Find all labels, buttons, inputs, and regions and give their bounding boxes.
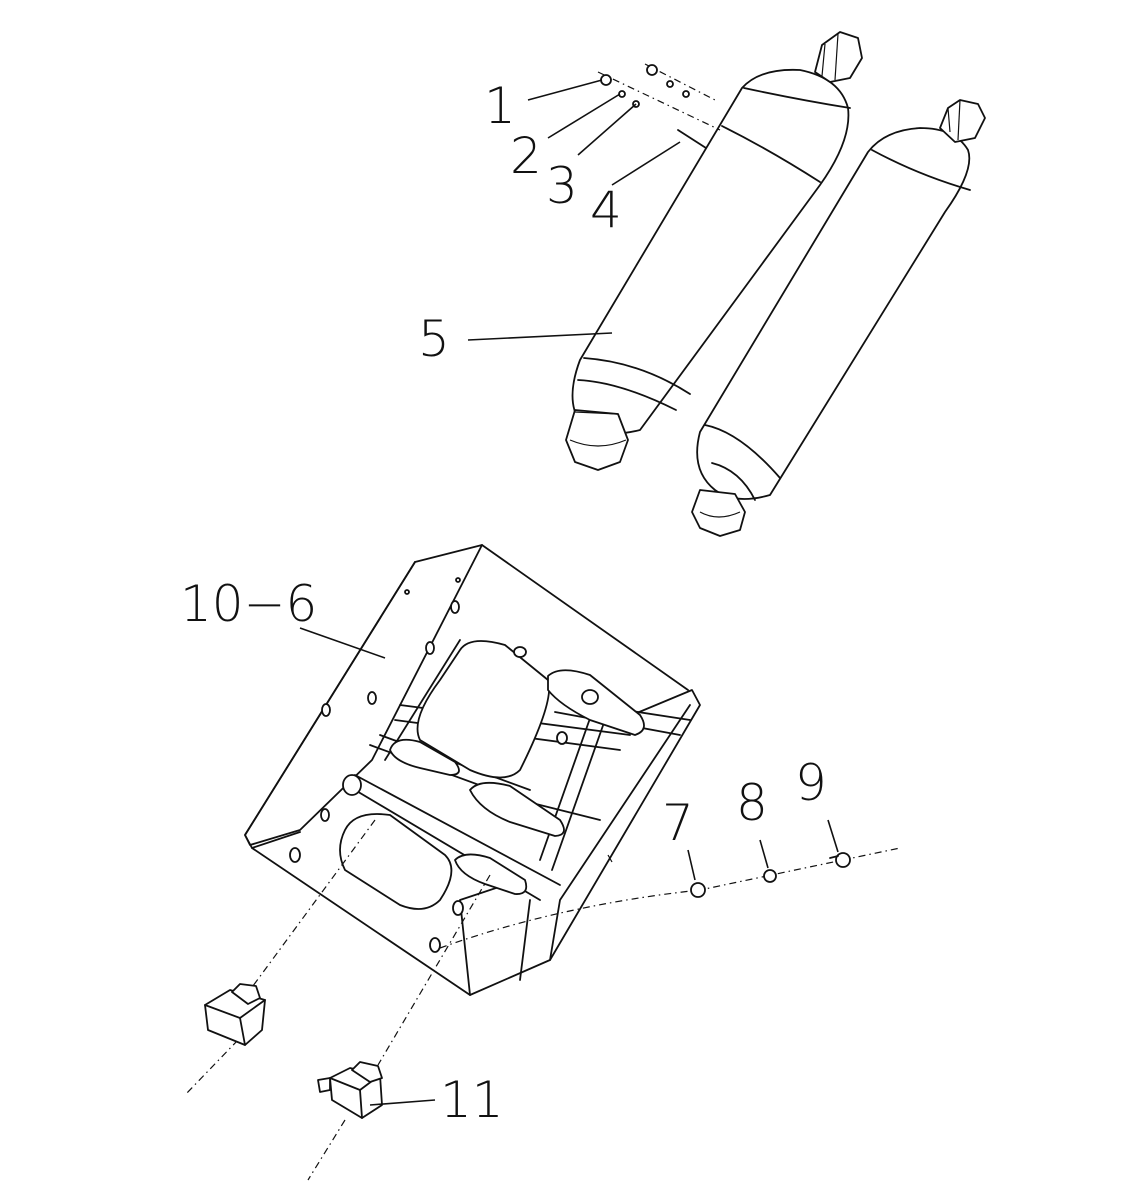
cylinder-rear xyxy=(691,99,986,537)
callout-1: 1 xyxy=(484,77,516,135)
bracket-assembly xyxy=(244,544,701,996)
callout-11: 11 xyxy=(440,1071,504,1129)
callout-4: 4 xyxy=(590,181,622,239)
callout-8: 8 xyxy=(736,774,768,832)
callout-labels: 1 2 3 4 5 10−6 7 8 9 11 xyxy=(180,77,827,1129)
callout-3: 3 xyxy=(546,157,578,215)
callout-2: 2 xyxy=(510,127,542,185)
callout-9: 9 xyxy=(795,754,827,812)
top-fasteners xyxy=(597,63,721,149)
callout-7: 7 xyxy=(662,794,694,852)
callout-10-6: 10−6 xyxy=(180,575,317,633)
cylinder-front xyxy=(565,31,863,471)
leader-lines xyxy=(299,79,839,1106)
callout-5: 5 xyxy=(418,310,450,368)
mounting-feet xyxy=(184,819,491,1181)
side-fasteners xyxy=(439,847,901,949)
